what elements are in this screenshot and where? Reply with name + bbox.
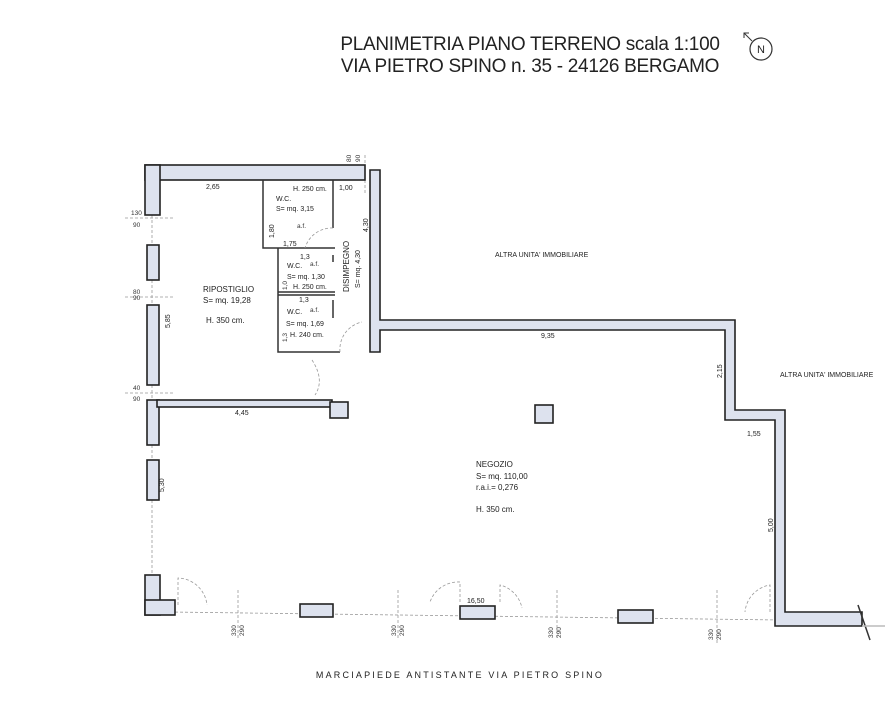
dim-label: 1,3 [282, 333, 289, 342]
wc2-name: W.C. [287, 263, 302, 270]
dim-label: 1,75 [283, 241, 297, 248]
dim-label: 1,55 [747, 431, 761, 438]
disimpegno-area: S= mq. 4,30 [355, 250, 362, 288]
window-dim: 80 [346, 154, 353, 162]
north-label: N [757, 44, 765, 56]
wc3-name: W.C. [287, 309, 302, 316]
dim-label: 5,00 [768, 518, 775, 532]
wc1-area: S= mq. 3,15 [276, 206, 314, 213]
dim-label: 16,50 [467, 598, 485, 605]
wc-walls [177, 180, 771, 613]
window-dim: 290 [399, 625, 406, 636]
dim-label: 1,3 [299, 297, 309, 304]
dim-label: 1,0 [282, 281, 289, 290]
window-dim: 80 [133, 289, 141, 296]
dimension-labels: 2,65 1,00 1,80 1,75 4,30 1,3 1,3 1,0 1,3… [131, 154, 775, 640]
wc2-area: S= mq. 1,30 [287, 274, 325, 281]
window-dim: 330 [708, 629, 715, 640]
walls [144, 164, 885, 641]
window-dim: 330 [231, 625, 238, 636]
dim-label: 1,3 [300, 254, 310, 261]
dim-label: 2,15 [717, 364, 724, 378]
wc2-fixture: a.f. [310, 261, 319, 268]
ripostiglio-name: RIPOSTIGLIO [203, 285, 254, 294]
dim-label: 5,30 [159, 478, 166, 492]
north-arrow-icon: N [743, 32, 773, 61]
window-dim: 90 [133, 222, 141, 229]
dim-label: 5,85 [165, 314, 172, 328]
window-dim: 90 [133, 396, 141, 403]
negozio-rai: r.a.i.= 0,276 [476, 483, 519, 492]
window-dim: 290 [556, 627, 563, 638]
room-labels: RIPOSTIGLIO S= mq. 19,28 H. 350 cm. H. 2… [203, 186, 874, 514]
wc1-name: W.C. [276, 196, 291, 203]
window-dim: 90 [133, 295, 141, 302]
wc1-fixture: a.f. [297, 223, 306, 230]
ripostiglio-area: S= mq. 19,28 [203, 296, 251, 305]
window-dim: 290 [716, 629, 723, 640]
dim-label: 1,80 [269, 224, 276, 238]
dim-label: 1,00 [339, 185, 353, 192]
window-dim: 290 [239, 625, 246, 636]
dim-label: 9,35 [541, 333, 555, 340]
negozio-height: H. 350 cm. [476, 505, 515, 514]
dim-label: 2,65 [206, 184, 220, 191]
negozio-name: NEGOZIO [476, 460, 513, 469]
other-unit-label: ALTRA UNITA' IMMOBILIARE [495, 252, 589, 259]
dim-label: 4,30 [363, 218, 370, 232]
plan-address: VIA PIETRO SPINO n. 35 - 24126 BERGAMO [340, 56, 720, 77]
wc3-area: S= mq. 1,69 [286, 321, 324, 328]
window-dim: 130 [131, 210, 142, 217]
window-dim: 40 [133, 385, 141, 392]
wc2-height: H. 250 cm. [293, 284, 327, 291]
window-dim: 330 [548, 627, 555, 638]
dim-label: 4,45 [235, 410, 249, 417]
window-dim: 90 [355, 154, 362, 162]
wc3-height: H. 240 cm. [290, 332, 324, 339]
ripostiglio-height: H. 350 cm. [206, 316, 245, 325]
window-dim: 330 [391, 625, 398, 636]
street-label: MARCIAPIEDE ANTISTANTE VIA PIETRO SPINO [315, 670, 605, 680]
wc1-height: H. 250 cm. [293, 186, 327, 193]
disimpegno-name: DISIMPEGNO [342, 241, 351, 292]
wc3-fixture: a.f. [310, 307, 319, 314]
other-unit-label: ALTRA UNITA' IMMOBILIARE [780, 372, 874, 379]
negozio-area: S= mq. 110,00 [476, 472, 528, 481]
plan-title: PLANIMETRIA PIANO TERRENO scala 1:100 [340, 34, 720, 55]
